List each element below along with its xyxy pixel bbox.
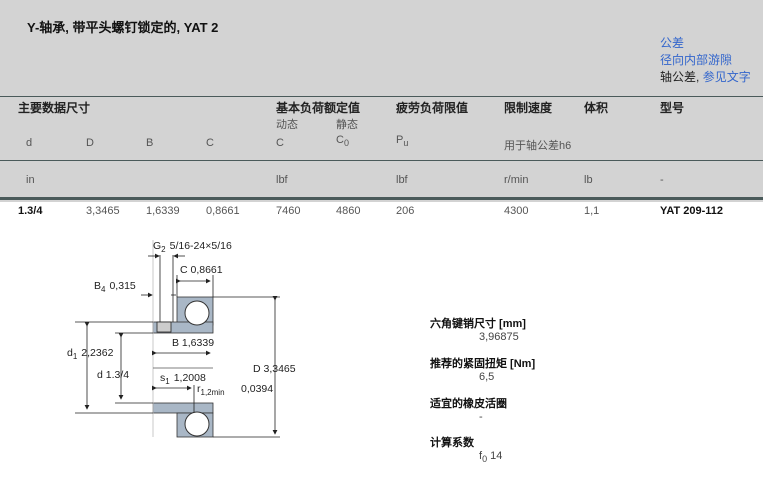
D-label: D 3,3465 (253, 363, 296, 375)
r-value: 0,0394 (241, 383, 273, 395)
sym-pu: Pu (396, 134, 409, 149)
tolerance-link[interactable]: 公差 (660, 36, 685, 50)
cell-pu: 206 (396, 205, 415, 217)
spec-torque-value: 6,5 (479, 371, 495, 383)
cell-c0: 4860 (336, 205, 361, 217)
d-label: d 1.3/4 (97, 369, 129, 381)
cell-d: 1.3/4 (18, 205, 43, 217)
sym-c0: C0 (336, 134, 349, 149)
unit-pu: lbf (396, 174, 408, 186)
header-main-dims: 主要数据尺寸 (18, 101, 91, 115)
divider (0, 160, 763, 161)
header-speed: 限制速度 (504, 101, 553, 115)
b-label: B 1,6339 (172, 337, 214, 349)
shaft-tolerance-label: 轴公差, (660, 70, 700, 84)
inner-ring-bottom (152, 402, 214, 414)
spec-hex-key-value: 3,96875 (479, 331, 519, 343)
divider (0, 96, 763, 97)
c-label: C 0,8661 (180, 264, 223, 276)
clearance-link[interactable]: 径向内部游隙 (660, 53, 733, 67)
cell-c-dyn: 7460 (276, 205, 301, 217)
header-designation: 型号 (660, 101, 685, 115)
cell-B: 1,6339 (146, 205, 180, 217)
sym-c-dyn: C (276, 137, 284, 149)
unit-speed: r/min (504, 174, 529, 186)
cell-mass: 1,1 (584, 205, 600, 217)
header-mass: 体积 (584, 101, 609, 115)
header-dynamic: 动态 (276, 119, 298, 131)
cell-C: 0,8661 (206, 205, 240, 217)
unit-mass: lb (584, 174, 593, 186)
sym-d: d (26, 137, 33, 149)
r-label: r1,2min (197, 383, 225, 397)
table-row (0, 202, 763, 220)
header-static: 静态 (336, 119, 358, 131)
unit-c: lbf (276, 174, 288, 186)
header-load-ratings: 基本负荷额定值 (276, 101, 361, 115)
set-screw (156, 321, 172, 333)
header-panel (0, 0, 763, 202)
sym-D: D (86, 137, 94, 149)
cell-D: 3,3465 (86, 205, 120, 217)
spec-hex-key-label: 六角键销尺寸 [mm] (430, 318, 526, 330)
cell-speed: 4300 (504, 205, 529, 217)
spec-seal-label: 适宜的橡皮活圈 (430, 398, 507, 410)
cell-designation: YAT 209-112 (660, 205, 723, 217)
page-title: Y-轴承, 带平头螺钉锁定的, YAT 2 (27, 20, 219, 35)
divider (0, 197, 763, 200)
sym-C: C (206, 137, 214, 149)
sym-B: B (146, 137, 154, 149)
header-fatigue: 疲劳负荷限值 (396, 101, 469, 115)
spec-factor-value: f0 14 (479, 450, 503, 465)
spec-torque-label: 推荐的紧固扭矩 [Nm] (430, 358, 536, 370)
ball-top (184, 300, 210, 326)
see-text-link[interactable]: 参见文字 (702, 70, 751, 84)
spec-seal-value: - (479, 411, 483, 423)
ball-bottom (184, 411, 210, 437)
unit-designation: - (660, 174, 664, 186)
unit-dims: in (26, 174, 35, 186)
spec-factor-label: 计算系数 (430, 437, 474, 449)
speed-note: 用于轴公差h6 (504, 140, 572, 152)
